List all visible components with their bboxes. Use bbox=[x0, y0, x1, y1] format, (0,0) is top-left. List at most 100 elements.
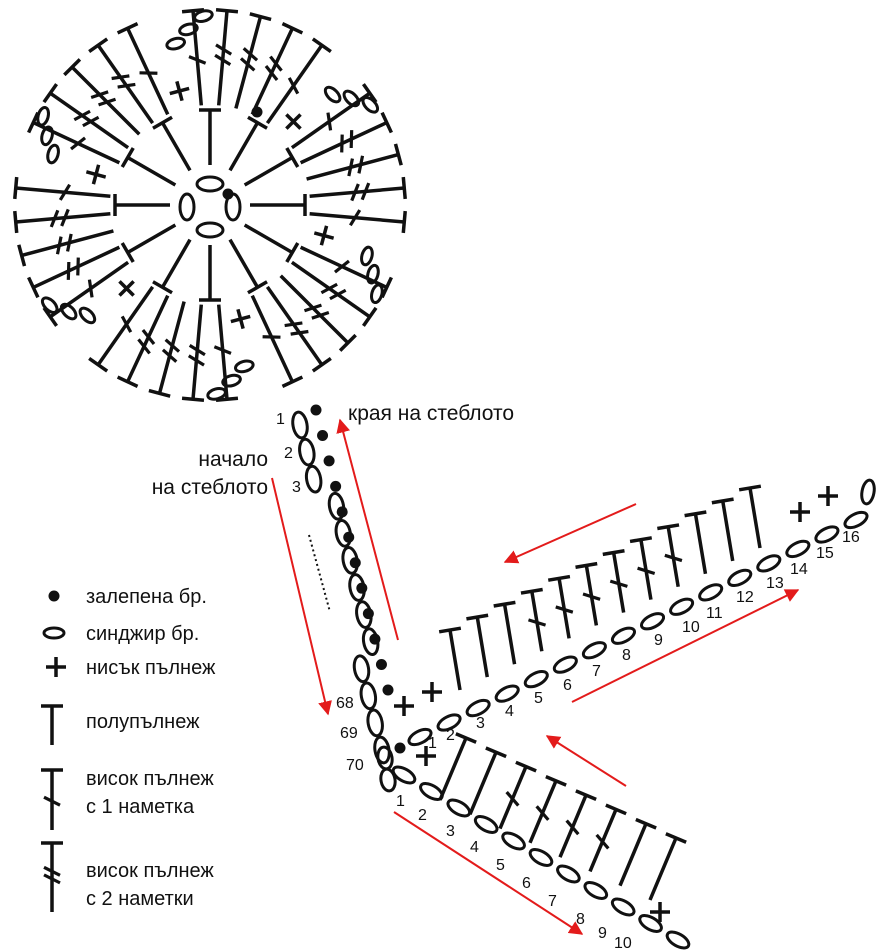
stitch-slash bbox=[70, 136, 87, 151]
stitch-post bbox=[502, 603, 517, 665]
legend-single-crochet-text: нисък пълнеж bbox=[86, 657, 216, 679]
stitch-slash bbox=[60, 208, 70, 227]
stitch-top bbox=[247, 280, 268, 295]
stitch-post bbox=[70, 65, 141, 136]
stitch-post bbox=[216, 10, 229, 106]
double-crochet bbox=[498, 760, 537, 830]
single-crochet bbox=[422, 682, 442, 702]
stitch-post bbox=[126, 294, 170, 383]
half-double-crochet bbox=[199, 245, 221, 302]
lower-leaf-number: 1 bbox=[396, 793, 405, 810]
chain-stitch bbox=[352, 654, 371, 684]
upper-leaf-number: 12 bbox=[736, 589, 754, 606]
chain-stitch bbox=[436, 713, 462, 732]
stitch-slash bbox=[350, 183, 360, 202]
stitch-post bbox=[306, 152, 399, 181]
slip-stitch bbox=[375, 659, 387, 671]
lower-leaf-number: 7 bbox=[548, 893, 557, 910]
chain-stitch bbox=[552, 655, 578, 674]
stem-end-label: края на стеблото bbox=[348, 402, 514, 425]
stitch-slash bbox=[609, 579, 628, 588]
stitch-top bbox=[485, 746, 507, 759]
stitch-slash bbox=[349, 209, 362, 227]
chain-stitch bbox=[379, 767, 397, 793]
upper-leaf-number: 16 bbox=[842, 529, 860, 546]
stitch-top bbox=[575, 789, 597, 802]
slip-stitch bbox=[251, 106, 263, 118]
stem-number: 68 bbox=[336, 695, 354, 712]
stitch-top bbox=[120, 242, 135, 263]
legend-treble-text-line1: висок пълнеж bbox=[86, 860, 214, 882]
upper-leaf-number: 15 bbox=[816, 545, 834, 562]
stitch-top bbox=[361, 83, 378, 104]
direction-arrow bbox=[545, 735, 627, 787]
stitch-slash bbox=[120, 315, 133, 333]
stitch-top bbox=[215, 8, 239, 14]
single-crochet bbox=[416, 746, 436, 766]
treble-crochet bbox=[116, 294, 170, 388]
stitch-slash bbox=[326, 112, 333, 131]
treble-crochet bbox=[290, 260, 378, 327]
stitch-slash bbox=[111, 74, 130, 81]
stitch-top bbox=[116, 22, 139, 35]
stitch-top bbox=[148, 388, 171, 398]
stitch-top bbox=[401, 210, 407, 234]
single-crochet bbox=[285, 113, 302, 130]
double-crochet bbox=[213, 304, 239, 402]
chain-stitch bbox=[556, 864, 581, 884]
half-double-crochet bbox=[711, 497, 735, 562]
chain-stitch bbox=[446, 798, 472, 818]
slip-stitch bbox=[336, 506, 348, 518]
upper-leaf-number: 11 bbox=[706, 605, 723, 622]
stitch-slash bbox=[117, 82, 136, 89]
stitch-post bbox=[49, 91, 130, 150]
treble-crochet bbox=[63, 58, 141, 136]
stitch-top bbox=[629, 536, 653, 544]
lower-leaf-chart bbox=[391, 732, 691, 950]
stitch-slash bbox=[239, 57, 256, 72]
stitch-top bbox=[380, 111, 393, 134]
stitch-slash bbox=[290, 329, 309, 336]
chain-stitch bbox=[501, 831, 526, 851]
chain-stitch bbox=[206, 387, 227, 401]
chain-stitch bbox=[304, 464, 323, 494]
stitch-top bbox=[281, 22, 304, 35]
half-double-crochet bbox=[618, 817, 657, 887]
stitch-top bbox=[17, 244, 27, 267]
chain-stitch bbox=[327, 491, 346, 521]
half-double-crochet bbox=[228, 238, 268, 295]
double-crochet bbox=[250, 294, 304, 388]
upper-leaf-chart bbox=[394, 478, 876, 747]
chain-stitch bbox=[669, 597, 695, 616]
stitch-slash bbox=[73, 109, 91, 122]
chain-stitch bbox=[465, 698, 491, 718]
stitch-slash bbox=[66, 233, 73, 252]
chain-stitch bbox=[78, 306, 97, 325]
stem-number: 70 bbox=[346, 757, 364, 774]
lower-leaf-number: 5 bbox=[496, 857, 505, 874]
stitch-top bbox=[181, 8, 205, 14]
direction-arrows bbox=[271, 418, 800, 935]
double-crochet bbox=[290, 83, 378, 150]
chain-stitch bbox=[473, 815, 499, 834]
stitch-top bbox=[116, 375, 139, 388]
treble-crochet bbox=[13, 208, 111, 234]
treble-crochet bbox=[17, 229, 114, 267]
stem-number: 69 bbox=[340, 725, 358, 742]
stitch-slash bbox=[214, 53, 232, 66]
stitch-top bbox=[27, 276, 40, 299]
chain-stitch bbox=[639, 612, 666, 631]
single-crochet bbox=[46, 657, 66, 677]
stitch-post bbox=[243, 223, 294, 255]
treble-crochet bbox=[42, 83, 130, 150]
stitch-post bbox=[299, 245, 388, 289]
direction-arrow bbox=[571, 589, 800, 703]
legend-treble-text-line2: с 2 наметки bbox=[86, 888, 194, 910]
slip-stitch bbox=[362, 608, 374, 620]
stitch-slash bbox=[555, 605, 574, 614]
chain-stitch bbox=[193, 9, 214, 23]
chain-stitch bbox=[785, 539, 811, 559]
stitch-post bbox=[250, 294, 294, 383]
half-double-crochet bbox=[468, 746, 507, 815]
chain-stitch bbox=[40, 296, 59, 314]
